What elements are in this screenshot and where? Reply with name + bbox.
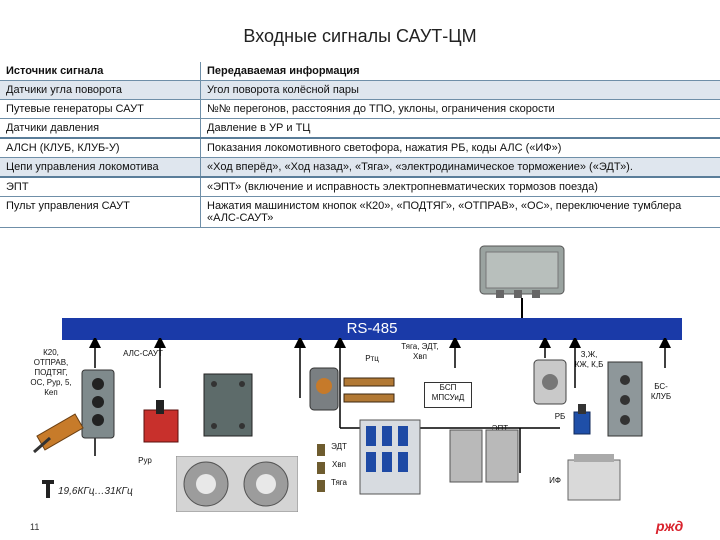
saut-control-unit-image	[479, 245, 565, 298]
pressure-gauges-image	[343, 377, 395, 403]
header-info: Передаваемая информация	[200, 62, 720, 81]
track-signal-icon	[42, 480, 54, 498]
if-label: ИФ	[549, 476, 561, 485]
row-source: ЭПТ	[0, 177, 201, 197]
bs-klub-label: БС-КЛУБ	[650, 382, 672, 401]
bsp-mpsuid-box: БСП МПСУиД	[424, 382, 472, 408]
row-source: Датчики давления	[0, 118, 201, 139]
bs-klub-image	[607, 361, 643, 437]
table-row: АЛСН (КЛУБ, КЛУБ-У) Показания локомотивн…	[0, 138, 720, 158]
unit-bus-connector	[521, 298, 523, 320]
page-number: 11	[30, 522, 40, 532]
control-relays-image	[317, 444, 325, 492]
als-saut-label: АЛС-САУТ	[123, 349, 163, 358]
ept-label: ЭПТ	[491, 424, 509, 433]
row-info: Показания локомотивного светофора, нажат…	[200, 138, 720, 158]
rs485-bus: RS-485	[62, 318, 682, 340]
if-receiver-image	[567, 454, 621, 501]
rzd-logo: ржд	[656, 518, 684, 534]
rtc-label: Ртц	[365, 354, 379, 363]
row-info: «ЭПТ» (включение и исправность электропн…	[200, 177, 720, 197]
buttons-label: К20, ОТПРАВ, ПОДТЯГ, ОС, Рур, 5, Кеп	[30, 348, 72, 397]
frequency-label: 19,6КГц…31КГц	[58, 486, 133, 497]
table-row: Цепи управления локомотива «Ход вперёд»,…	[0, 157, 720, 178]
hvp-label: Хвп	[332, 460, 346, 469]
junction-box-image	[203, 373, 253, 437]
rb-button-image	[573, 404, 591, 435]
table-row: Пульт управления САУТ Нажатия машинистом…	[0, 196, 720, 228]
table-row: Путевые генераторы САУТ №№ перегонов, ра…	[0, 99, 720, 119]
traction-label: Тяга, ЭДТ, Хвп	[401, 342, 439, 361]
wheel-sensors-image	[176, 456, 298, 512]
row-source: АЛСН (КЛУБ, КЛУБ-У)	[0, 138, 201, 158]
rb-label: РБ	[554, 412, 566, 421]
row-source: Датчики угла поворота	[0, 80, 201, 100]
header-source: Источник сигнала	[0, 62, 201, 81]
row-source: Путевые генераторы САУТ	[0, 99, 201, 119]
row-info: Нажатия машинистом кнопок «К20», «ПОДТЯГ…	[200, 196, 720, 228]
row-source: Цепи управления локомотива	[0, 157, 201, 178]
page-title: Входные сигналы САУТ-ЦМ	[243, 26, 477, 46]
row-source: Пульт управления САУТ	[0, 196, 201, 228]
table-row: Датчики угла поворота Угол поворота колё…	[0, 80, 720, 100]
pressure-sensor-image	[33, 413, 84, 454]
table-header-row: Источник сигнала Передаваемая информация	[0, 62, 720, 81]
rur-label: Рур	[138, 456, 152, 465]
control-panel-image	[81, 369, 115, 439]
rs485-bus-label: RS-485	[346, 320, 398, 337]
edt-label: ЭДТ	[331, 442, 347, 451]
cab-signal-image	[533, 359, 567, 405]
signal-aspects-label: З,Ж, КЖ, К,Б	[574, 350, 604, 369]
signals-table: Источник сигнала Передаваемая информация…	[0, 62, 720, 228]
row-info: Угол поворота колёсной пары	[200, 80, 720, 100]
rtc-sensor-image	[309, 367, 339, 411]
table-row: ЭПТ «ЭПТ» (включение и исправность элект…	[0, 177, 720, 197]
ept-unit-image	[449, 429, 519, 483]
relay-panel-image	[359, 419, 421, 495]
als-saut-switch-image	[143, 400, 179, 443]
tyaga-label: Тяга	[331, 478, 347, 487]
table-row: Датчики давления Давление в УР и ТЦ	[0, 118, 720, 139]
row-info: Давление в УР и ТЦ	[200, 118, 720, 139]
row-info: «Ход вперёд», «Ход назад», «Тяга», «элек…	[200, 157, 720, 178]
row-info: №№ перегонов, расстояния до ТПО, уклоны,…	[200, 99, 720, 119]
